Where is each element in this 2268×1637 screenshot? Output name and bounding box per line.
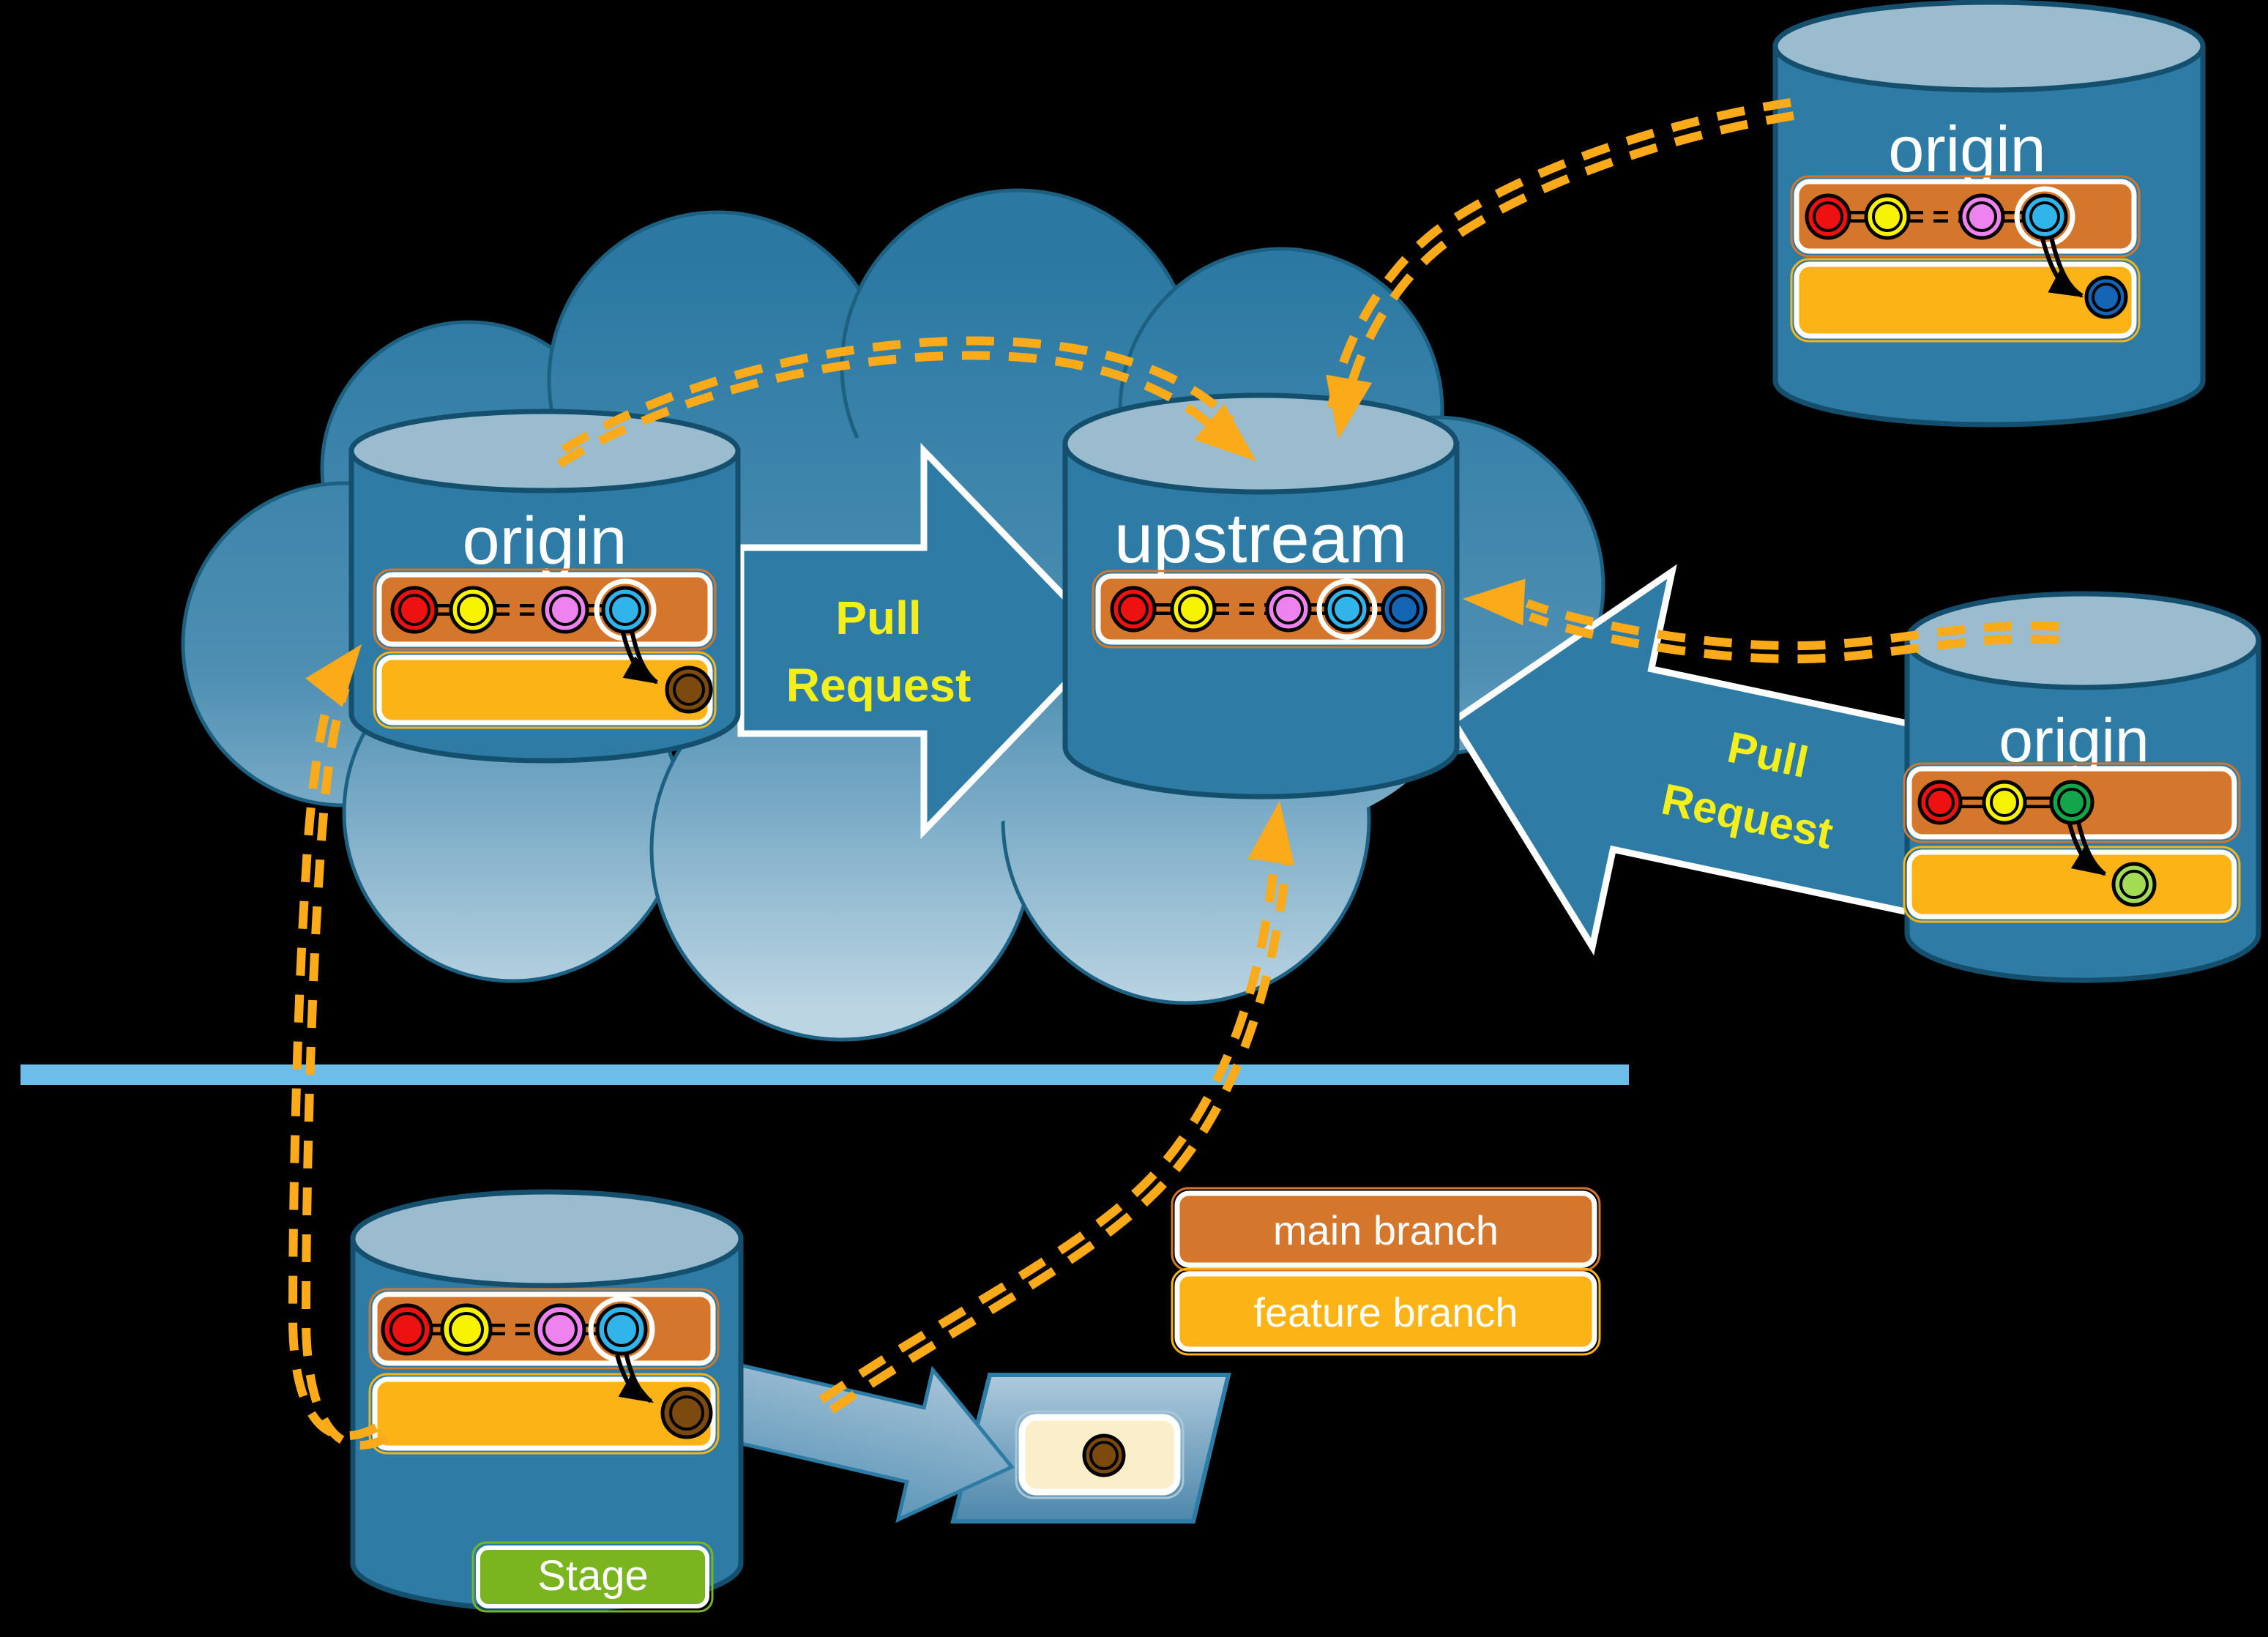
legend-feature-label: feature branch <box>1253 1289 1518 1335</box>
sync-arrow-rightfork-to-upstream <box>1528 612 2059 664</box>
remote-local-divider <box>20 1064 1629 1085</box>
legend-feature-box <box>1174 1271 1597 1352</box>
repo-fork-top: origin <box>1772 0 2206 428</box>
cylinder-top <box>348 409 741 493</box>
branch-arrowhead-icon <box>2070 847 2106 876</box>
repo-label: origin <box>462 504 627 578</box>
commit-ring <box>1118 594 1149 624</box>
push-arrow-local-to-origin <box>288 682 378 1441</box>
pull-request-arrow-right: Pull Request <box>1448 564 1982 956</box>
feature-branch-bar-outline <box>1790 258 2141 343</box>
commit-ring <box>457 594 489 626</box>
workdir-commit-ring <box>1089 1441 1119 1470</box>
commit-ring <box>1389 594 1420 624</box>
commit-ring <box>669 1395 704 1431</box>
sync-arrow-rightfork-to-upstream <box>1525 599 2059 651</box>
feature-branch-bar <box>376 655 713 726</box>
repo-label: origin <box>1888 113 2045 185</box>
arrowhead-icon <box>305 644 362 707</box>
branch-arrowhead-icon <box>622 656 658 684</box>
commit-ring <box>398 594 430 626</box>
commit-ring <box>2057 788 2086 817</box>
commit-ring <box>549 594 581 626</box>
repo-upstream: upstream <box>1062 392 1460 799</box>
block-arrow-right-icon <box>737 442 1112 840</box>
pull-request-label-line2: Request <box>786 659 971 712</box>
commit-ring <box>1966 201 1997 232</box>
block-arrow-icon <box>723 1363 1015 1524</box>
main-branch-bar-outline <box>1903 762 2241 843</box>
working-directory-panel <box>950 1373 1231 1524</box>
legend-main-outline <box>1171 1187 1601 1272</box>
commit-ring <box>2092 283 2121 312</box>
cylinder-top <box>1062 392 1459 495</box>
stage-box <box>476 1545 709 1608</box>
repo-fork-right: origin <box>1903 591 2261 983</box>
feature-branch-bar <box>1906 849 2237 920</box>
head-commit-highlight <box>1316 578 1378 640</box>
arrowhead-icon <box>1247 801 1294 865</box>
commit-ring <box>1332 594 1362 624</box>
commit-ring <box>449 1312 484 1347</box>
pull-request-arrow-left: Pull Request <box>737 442 1112 840</box>
feature-branch-bar-outline <box>373 651 717 729</box>
commit-ring <box>542 1312 578 1347</box>
main-branch-bar-outline <box>373 568 717 651</box>
feature-branch-bar <box>1794 261 2137 339</box>
sync-arrow-fork-to-upstream <box>1340 111 1794 419</box>
legend-main-box <box>1174 1190 1597 1268</box>
commit-ring <box>604 1312 639 1347</box>
cylinder-top <box>1772 0 2206 93</box>
main-branch-bar-outline <box>1790 175 2141 258</box>
commit-ring <box>609 594 641 626</box>
checkout-arrow <box>723 1363 1015 1524</box>
commit-ring <box>673 674 705 706</box>
repo-origin-cloud: origin <box>348 409 741 764</box>
pull-request-label-line1: Pull <box>835 592 921 644</box>
commit-ring <box>1925 788 1955 817</box>
stage-box-outline <box>471 1541 714 1613</box>
sync-arrow-origin-to-upstream <box>556 351 1223 469</box>
fetch-arrow-local-to-upstream <box>829 853 1291 1414</box>
fetch-arrow-local-to-upstream <box>818 850 1280 1403</box>
branch-arrowhead-icon <box>618 1375 654 1403</box>
arrowhead-icon <box>1463 578 1526 626</box>
legend-feature-outline <box>1171 1267 1601 1356</box>
commit-ring <box>1990 788 2019 817</box>
head-commit-highlight <box>588 1296 655 1363</box>
arrowhead-icon <box>1326 374 1373 439</box>
commit-ring <box>1178 594 1209 624</box>
repo-label: upstream <box>1114 499 1407 578</box>
commit-ring <box>1813 201 1843 232</box>
feature-branch-bar-outline <box>368 1373 720 1455</box>
cylinder-top <box>350 1189 744 1289</box>
feature-branch-bar-outline <box>1903 846 2241 923</box>
legend: main branch feature branch <box>1171 1187 1601 1356</box>
main-branch-bar-outline <box>1092 570 1445 649</box>
arrowhead-icon <box>1194 403 1256 461</box>
sync-arrows <box>288 98 2059 1450</box>
repo-local: Stage <box>350 1189 744 1613</box>
workdir-box-outline <box>1015 1410 1185 1499</box>
sync-arrow-fork-to-upstream <box>1327 98 1791 415</box>
commit-ring <box>389 1312 425 1347</box>
sync-arrow-origin-to-upstream <box>561 336 1235 454</box>
main-branch-bar-outline <box>368 1288 720 1370</box>
commit-ring <box>2119 870 2149 899</box>
push-arrow-local-to-origin <box>301 686 389 1450</box>
commit-ring <box>2029 201 2060 232</box>
commit-ring <box>1273 594 1304 624</box>
branch-arrowhead-icon <box>2048 270 2084 297</box>
stage-label: Stage <box>537 1552 649 1600</box>
commit-ring <box>1872 201 1903 232</box>
legend-main-label: main branch <box>1273 1207 1499 1253</box>
